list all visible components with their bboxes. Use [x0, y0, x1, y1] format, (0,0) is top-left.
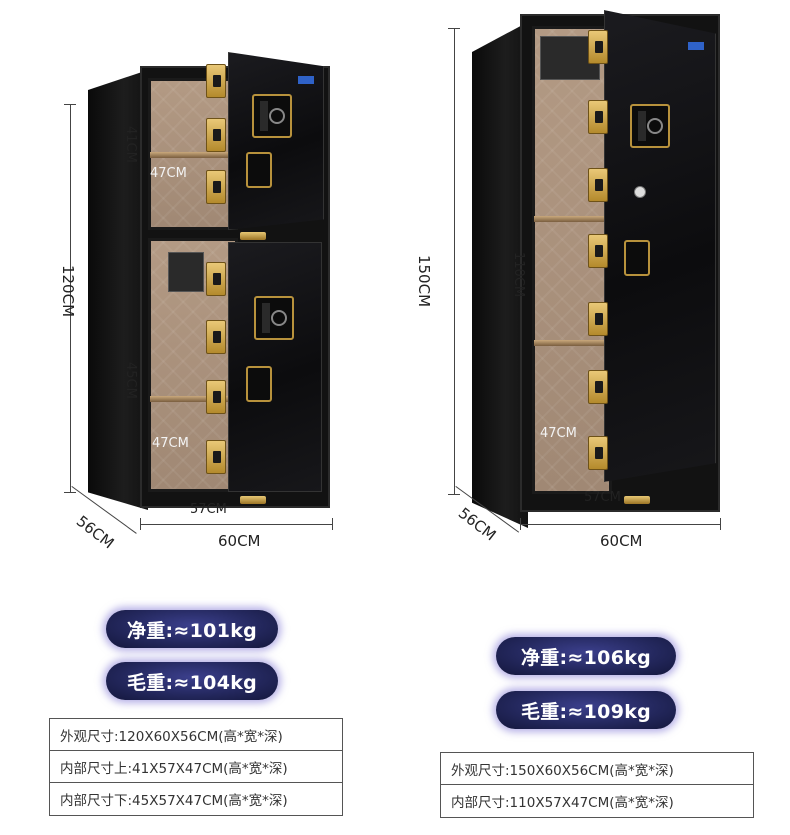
bolt-icon	[206, 262, 226, 296]
right-net-weight-badge: 净重:≈106kg	[496, 637, 676, 675]
left-safe-side-panel	[88, 70, 148, 510]
left-width-dimension-line	[140, 524, 332, 525]
left-inner-width-label: 57CM	[190, 502, 227, 517]
right-inner-height-label: 110CM	[511, 252, 526, 298]
left-lower-inner-depth-label: 47CM	[152, 436, 189, 451]
left-lower-keypad-icon	[254, 296, 294, 340]
right-handle-icon	[624, 240, 650, 276]
right-width-dimension-line	[520, 524, 720, 525]
dimension-tick	[448, 28, 460, 29]
spec-row: 内部尺寸下:45X57X47CM(高*宽*深)	[60, 793, 288, 809]
left-lower-inner-height-label: 45CM	[123, 362, 138, 399]
left-safe-upper-shelf	[150, 152, 236, 158]
door-bottom-plate	[240, 496, 266, 504]
left-height-label: 120CM	[59, 264, 77, 318]
left-lower-handle-icon	[246, 366, 272, 402]
bolt-icon	[588, 100, 608, 134]
keyhole-icon	[634, 186, 646, 198]
dimension-tick	[332, 518, 333, 530]
door-bottom-plate	[624, 496, 650, 504]
bolt-icon	[588, 436, 608, 470]
left-width-label: 60CM	[218, 532, 261, 550]
spec-row: 内部尺寸:110X57X47CM(高*宽*深)	[451, 795, 674, 811]
right-inner-depth-label: 47CM	[540, 426, 577, 441]
bolt-icon	[588, 30, 608, 64]
dimension-tick	[520, 518, 521, 530]
right-safe-shelf	[534, 340, 610, 346]
spec-row: 内部尺寸上:41X57X47CM(高*宽*深)	[50, 751, 342, 783]
door-hinge-plate	[240, 232, 266, 240]
dimension-tick	[448, 494, 460, 495]
brand-logo-icon	[688, 42, 704, 50]
right-height-dimension-line	[454, 28, 455, 494]
bolt-icon	[206, 64, 226, 98]
dimension-tick	[64, 492, 76, 493]
bolt-icon	[206, 440, 226, 474]
bolt-icon	[588, 302, 608, 336]
left-gross-weight-badge: 毛重:≈104kg	[106, 662, 278, 700]
bolt-icon	[206, 320, 226, 354]
spec-row: 外观尺寸:150X60X56CM(高*宽*深)	[441, 753, 753, 785]
left-net-weight-badge: 净重:≈101kg	[106, 610, 278, 648]
dimension-tick	[140, 518, 141, 530]
right-safe-door	[604, 10, 716, 482]
bolt-icon	[206, 118, 226, 152]
right-spec-table: 外观尺寸:150X60X56CM(高*宽*深) 内部尺寸:110X57X47CM…	[440, 752, 754, 818]
right-safe-shelf	[534, 216, 610, 222]
left-upper-inner-depth-label: 47CM	[150, 166, 187, 181]
left-safe-lower-shelf	[150, 396, 236, 402]
left-safe-inner-box	[168, 252, 204, 292]
spec-row: 外观尺寸:120X60X56CM(高*宽*深)	[50, 719, 342, 751]
right-gross-weight-badge: 毛重:≈109kg	[496, 691, 676, 729]
right-width-label: 60CM	[600, 532, 643, 550]
left-depth-label: 56CM	[72, 512, 118, 553]
bolt-icon	[588, 168, 608, 202]
left-spec-table: 外观尺寸:120X60X56CM(高*宽*深) 内部尺寸上:41X57X47CM…	[49, 718, 343, 816]
left-safe-lower-door	[228, 242, 322, 492]
brand-logo-icon	[298, 76, 314, 84]
left-upper-keypad-icon	[252, 94, 292, 138]
right-safe-side-panel	[472, 22, 528, 528]
left-upper-handle-icon	[246, 152, 272, 188]
bolt-icon	[206, 170, 226, 204]
bolt-icon	[588, 234, 608, 268]
left-upper-inner-height-label: 41CM	[123, 126, 138, 163]
left-height-dimension-line	[70, 104, 71, 492]
dimension-tick	[64, 104, 76, 105]
right-height-label: 150CM	[415, 254, 433, 308]
right-keypad-icon	[630, 104, 670, 148]
bolt-icon	[588, 370, 608, 404]
right-inner-width-label: 57CM	[584, 490, 621, 505]
bolt-icon	[206, 380, 226, 414]
dimension-tick	[720, 518, 721, 530]
